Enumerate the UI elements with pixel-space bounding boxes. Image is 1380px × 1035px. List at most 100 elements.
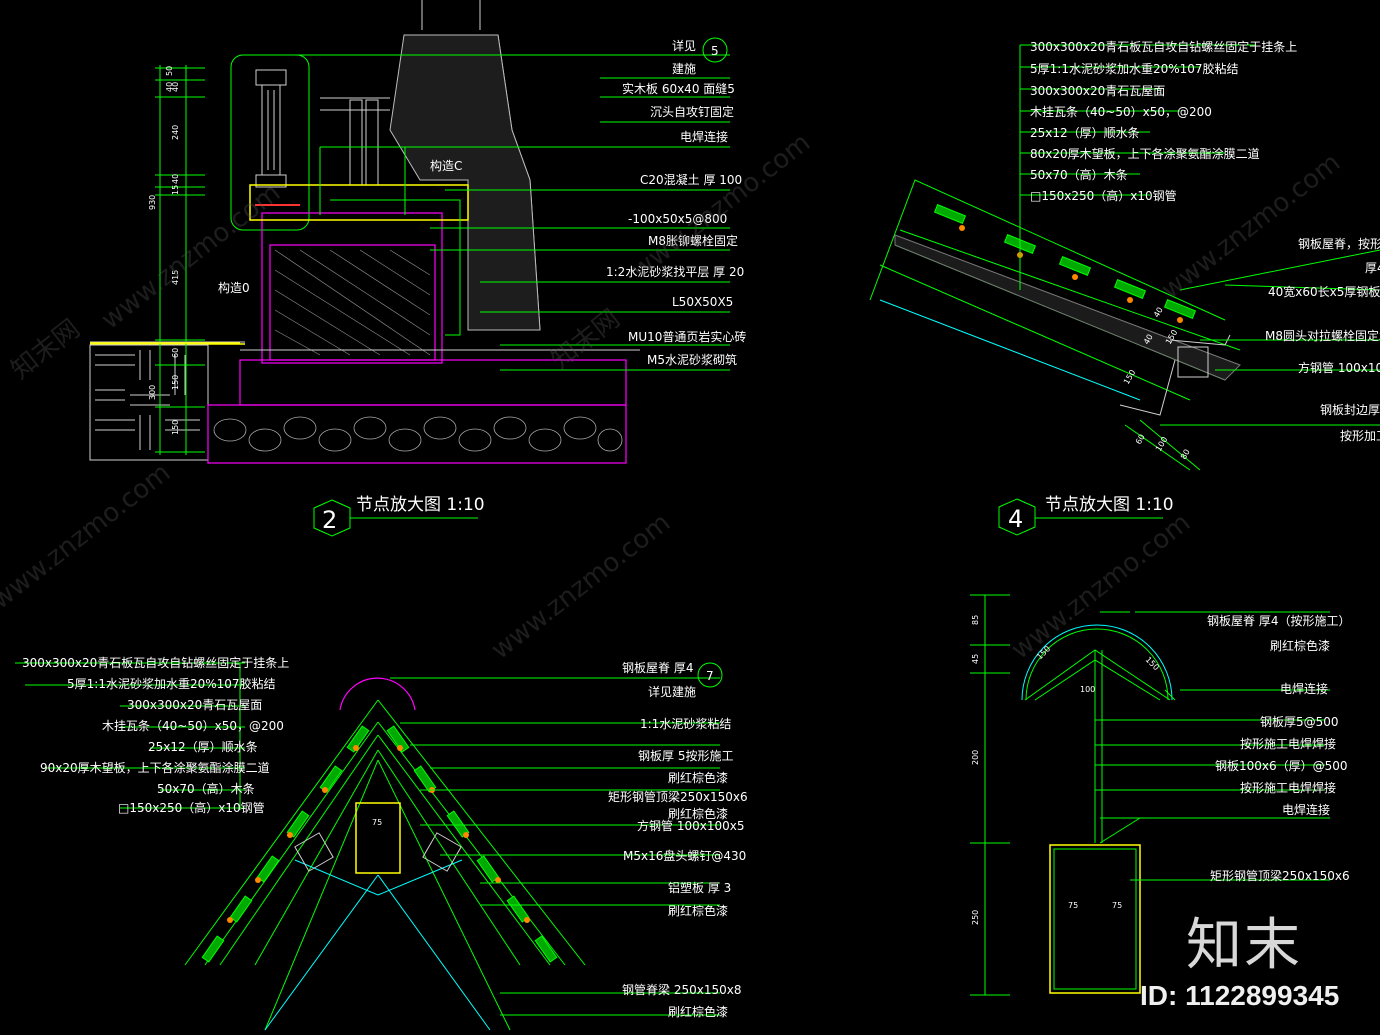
d2-label-6: C20混凝土 厚 100: [640, 172, 742, 187]
d7-right-label-2: 详见建施: [648, 684, 696, 699]
d2-dim-5: 40: [171, 174, 180, 184]
d7-left-label-3: 300x300x20青石瓦屋面: [127, 698, 262, 712]
wall-section: [90, 184, 640, 464]
d2-dim-1: 50: [165, 66, 174, 76]
d2-top-label: 构造C: [430, 158, 462, 173]
d7-right-label-9: M5x16盘头螺钉@430: [623, 848, 746, 863]
d2-leaders: [275, 54, 730, 371]
d4-steel-tube: [1177, 346, 1209, 378]
d4-dim-1: 40: [1152, 306, 1165, 319]
d4-dim-6: 100: [1154, 435, 1169, 453]
d8-dim-8: 75: [1068, 901, 1078, 910]
d4-label-6: 80x20厚木望板，上下各涂聚氨酯涂膜二道: [1030, 146, 1260, 161]
d2-label-3: 实木板 60x40 面缝5: [622, 81, 735, 96]
d4-right-label-2: 厚4: [1365, 261, 1380, 275]
d4-label-4: 木挂瓦条（40~50）x50，@200: [1030, 105, 1212, 119]
d7-left-label-8: □150x250（高）x10钢管: [118, 800, 265, 815]
d7-dim: 75: [372, 818, 382, 827]
d8-dim-6: 100: [1080, 685, 1095, 694]
d8-label-7: 按形施工电焊焊接: [1240, 780, 1336, 795]
d2-label-7: -100x50x5@800: [628, 212, 727, 226]
d8-label-4: 钢板厚5@500: [1260, 715, 1339, 729]
watermark-1: www.znzmo.com: [96, 178, 286, 336]
d4-right-label-7: 按形加工: [1340, 429, 1380, 443]
d4-dim-2: 40: [1142, 333, 1155, 346]
watermark-2: www.znzmo.com: [626, 128, 816, 286]
d7-left-label-6: 90x20厚木望板，上下各涂聚氨酯涂膜二道: [40, 760, 270, 775]
d7-right-label-13: 刷红棕色漆: [668, 1004, 728, 1019]
d7-left-label-4: 木挂瓦条（40~50）x50，@200: [102, 719, 284, 733]
d4-dim-5: 60: [1134, 433, 1147, 446]
d4-right-label-5: 方钢管 100x100x5: [1298, 360, 1380, 375]
d4-label-7: 50x70（高）木条: [1030, 167, 1128, 182]
d8-dim-4: 250: [971, 910, 980, 925]
d8-leaders: [1095, 611, 1330, 881]
d2-label-8: M8胀铆螺栓固定: [648, 233, 738, 248]
detail-7: 75 7 300x300x20青石板瓦自攻自钻螺丝固定于挂条上 5厚1:1水泥砂…: [15, 655, 748, 1031]
d8-label-8: 电焊连接: [1282, 802, 1330, 817]
d7-left-label-5: 25x12（厚）顺水条: [148, 740, 258, 754]
railing-post: [230, 54, 390, 231]
asset-id: ID: 1122899345: [1140, 980, 1340, 1011]
d2-dim-3: 40: [171, 82, 180, 92]
stone-column: [389, 0, 541, 331]
d2-label-4: 沉头自攻钉固定: [650, 104, 734, 119]
d2-dimension-column: 50 40 40 240 40 15 930 415 60 150 300 15…: [148, 65, 205, 455]
d2-label-12: M5水泥砂浆砌筑: [647, 352, 737, 367]
watermark-brand-1: 知末网: [6, 314, 86, 386]
d7-right-label-7: 方钢管 100x100x5: [637, 818, 744, 833]
d7-tiles: [201, 725, 558, 963]
d4-right-label-4: M8圆头对拉螺栓固定木条: [1265, 328, 1380, 343]
d7-left-label-2: 5厚1:1水泥砂浆加水重20%107胶粘结: [67, 676, 276, 691]
d4-label-2: 5厚1:1水泥砂浆加水重20%107胶粘结: [1030, 61, 1239, 76]
d8-label-3: 电焊连接: [1280, 681, 1328, 696]
d8-label-9: 矩形钢管顶梁250x150x6: [1210, 868, 1350, 883]
d2-number: 2: [322, 506, 337, 534]
watermark-brand-2: 知末网: [546, 304, 626, 376]
d7-leaders: [15, 662, 720, 1016]
detail-8: 85 45 200 250 150 100 150 75 75 钢板屋脊 厚4（…: [970, 594, 1350, 996]
d2-dim-12: 150: [171, 420, 180, 435]
d4-title: 节点放大图 1:10: [1045, 495, 1174, 515]
d8-ridge-arc: [1021, 624, 1173, 701]
d4-cyan-line: [879, 299, 1141, 401]
d2-label-2: 建施: [672, 62, 696, 76]
d4-mortar: [894, 234, 1241, 381]
d7-screws: [227, 745, 530, 923]
ground-hatch: [89, 341, 245, 461]
d7-right-label-10: 铝塑板 厚 3: [668, 880, 731, 895]
d4-label-5: 25x12（厚）顺水条: [1030, 126, 1140, 140]
d2-dim-9: 60: [171, 348, 180, 358]
d8-top-beam: [1049, 844, 1141, 994]
d2-dim-11: 300: [148, 385, 157, 400]
d4-title-marker: [998, 498, 1036, 536]
d4-right-label-3: 40宽x60长x5厚钢板焊接: [1268, 284, 1380, 299]
d7-right-label-3: 1:1水泥砂浆粘结: [640, 716, 731, 731]
d4-number: 4: [1008, 505, 1023, 533]
d2-title: 节点放大图 1:10: [356, 495, 485, 515]
d8-dim-2: 45: [971, 654, 980, 664]
watermark-4: www.znzmo.com: [0, 458, 176, 616]
d8-label-1: 钢板屋脊 厚4（按形施工）: [1207, 614, 1350, 628]
d2-dim-8: 415: [171, 270, 180, 285]
d8-dim-9: 75: [1112, 901, 1122, 910]
d8-dim-1: 85: [971, 615, 980, 625]
watermark-3: www.znzmo.com: [1156, 148, 1346, 306]
d8-label-5: 按形施工电焊焊接: [1240, 736, 1336, 751]
d2-dim-4: 240: [171, 125, 180, 140]
watermark-5: www.znzmo.com: [486, 508, 676, 666]
d7-cyan-plate: [294, 859, 463, 896]
d2-label-10: L50X50X5: [672, 295, 733, 309]
d2-label-1: 详见: [672, 38, 696, 53]
d4-leaders: [1019, 44, 1380, 471]
d2-ref-number: 5: [711, 44, 719, 58]
d2-label-5: 电焊连接: [680, 129, 728, 144]
d7-tube-right: [422, 832, 462, 872]
d7-right-label-8: 刷红棕色漆: [668, 806, 728, 821]
d4-label-1: 300x300x20青石板瓦自攻自钻螺丝固定于挂条上: [1030, 39, 1297, 54]
d8-dimension-column: [970, 594, 1010, 996]
d8-dim-7: 150: [1144, 655, 1161, 672]
d7-left-label-7: 50x70（高）木条: [157, 781, 255, 796]
